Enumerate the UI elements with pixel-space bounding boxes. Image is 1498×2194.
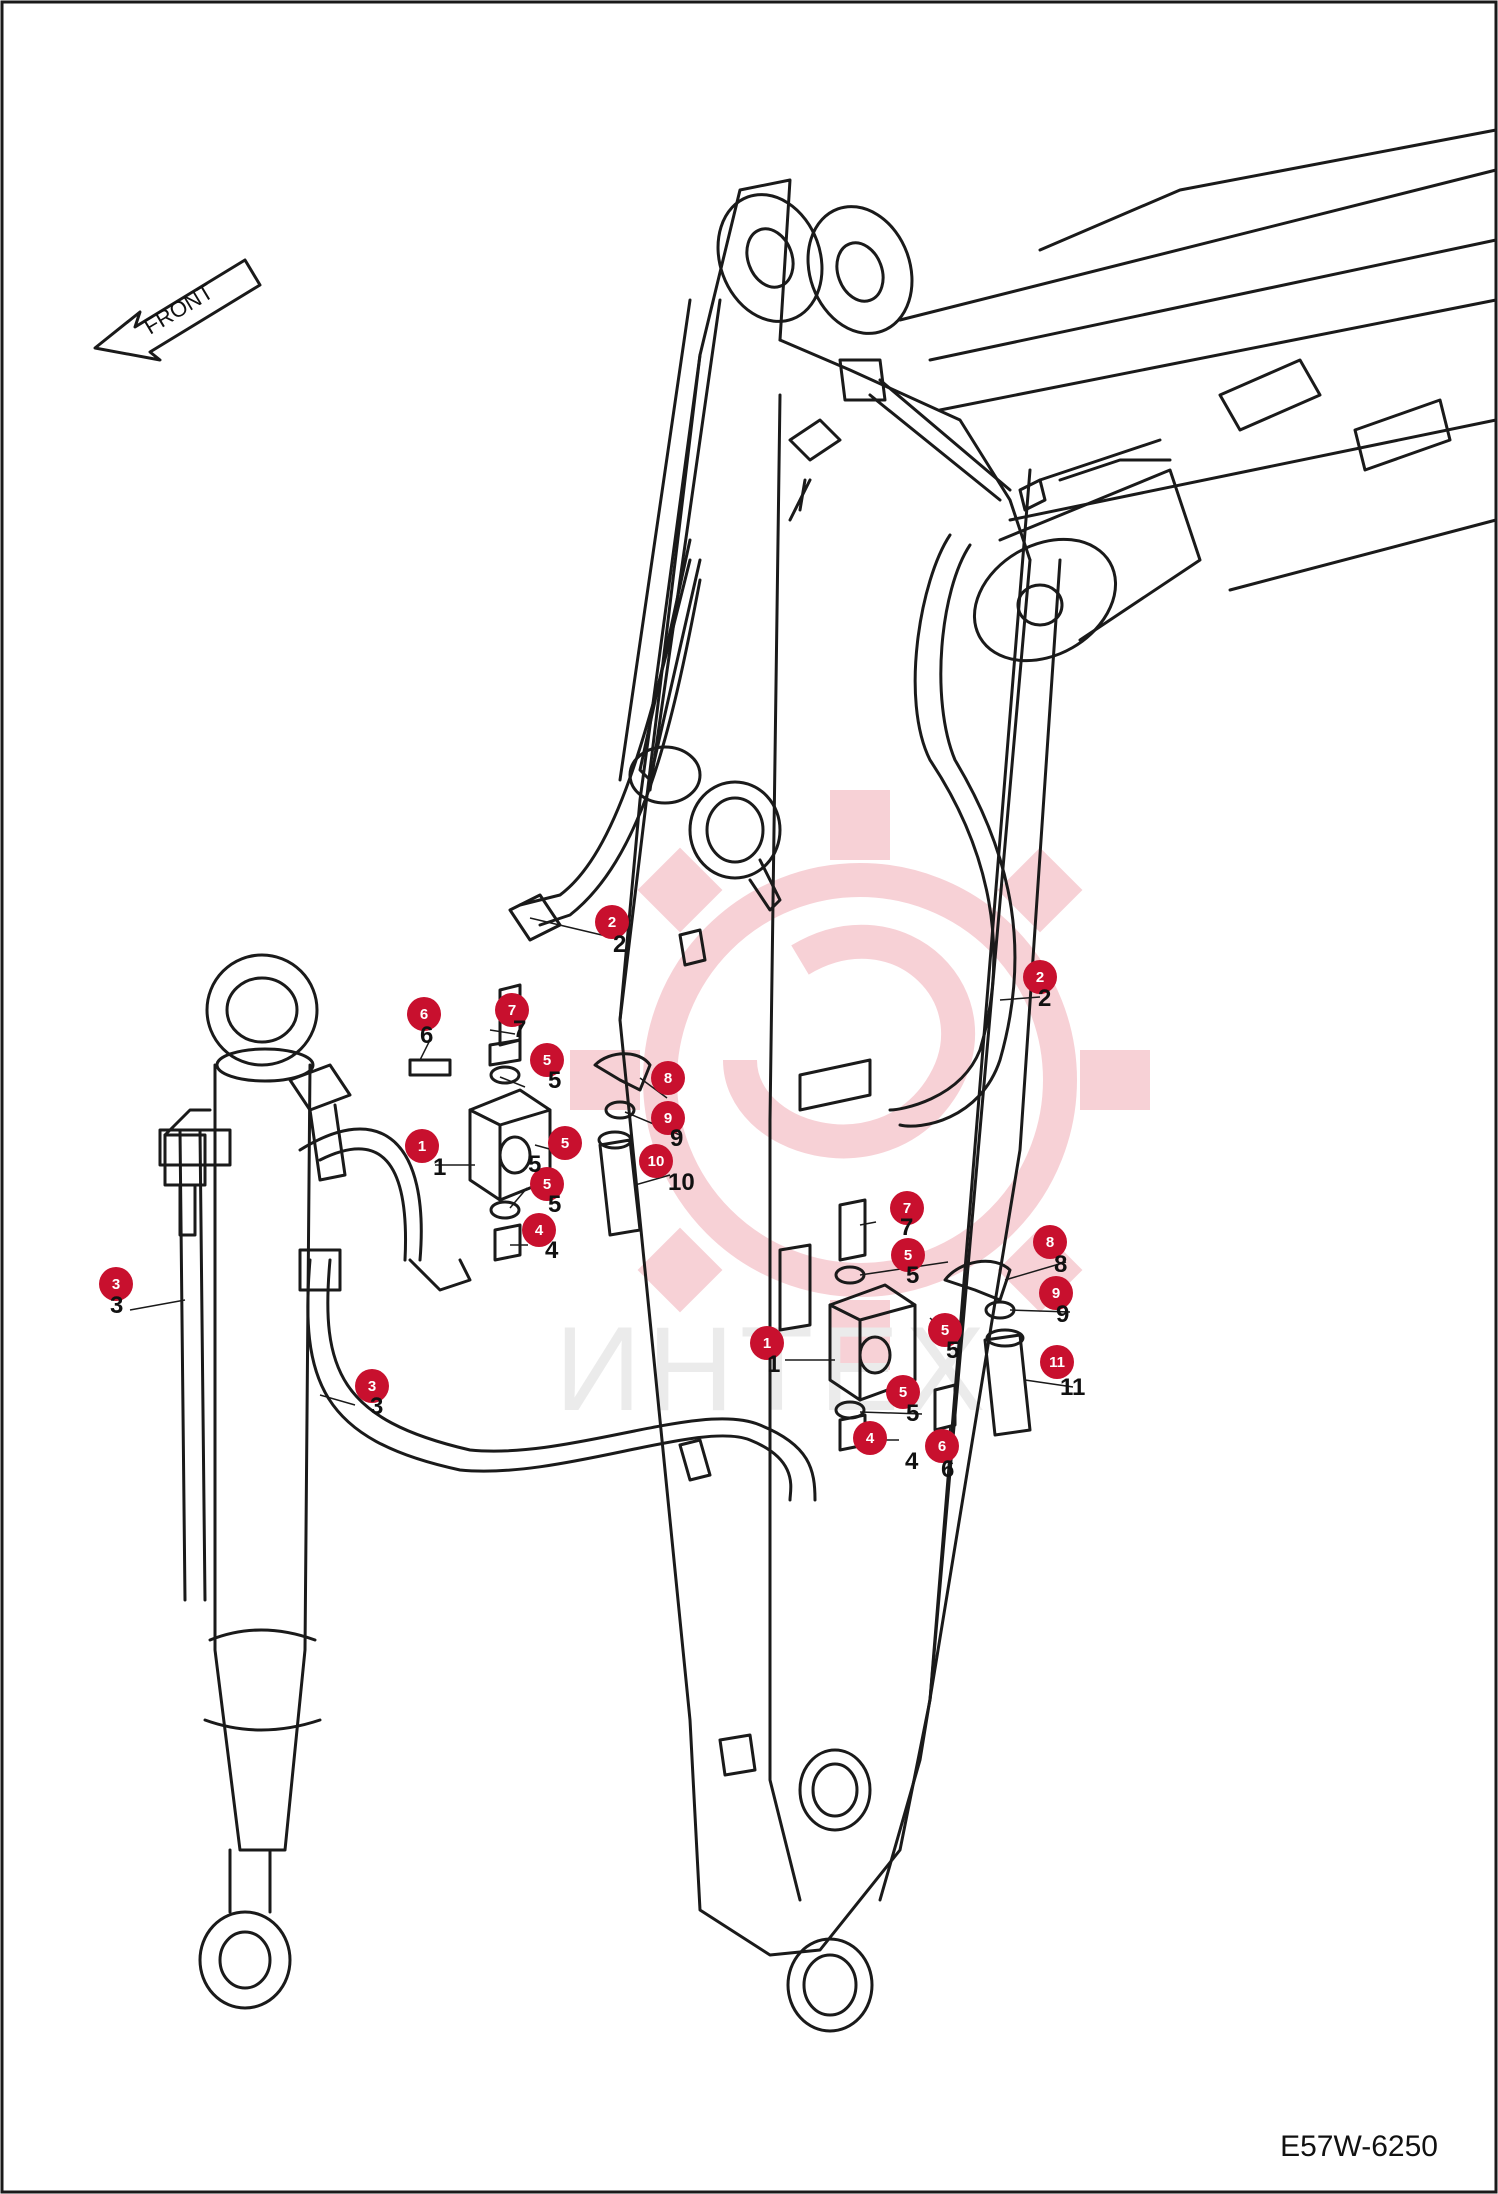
- callout-number: 4: [866, 1430, 875, 1447]
- callout-c6b: 6: [925, 1429, 959, 1463]
- callout-c8b: 8: [1033, 1225, 1067, 1259]
- callout-c4b: 4: [853, 1421, 887, 1455]
- callout-number: 5: [941, 1322, 949, 1339]
- part-label: 5: [906, 1400, 919, 1427]
- front-arrow-icon: [93, 258, 262, 362]
- callout-c9a: 9: [651, 1101, 685, 1135]
- part-label: 11: [1060, 1374, 1085, 1401]
- callout-number: 3: [368, 1378, 376, 1395]
- callout-c9b: 9: [1039, 1276, 1073, 1310]
- front-arrow: FRONT: [93, 258, 262, 362]
- callout-c11a: 11: [1040, 1345, 1074, 1379]
- callout-c1b: 1: [750, 1326, 784, 1360]
- leader-lines: [129, 917, 1074, 1459]
- part-label: 5: [528, 1151, 541, 1178]
- callout-number: 2: [608, 914, 616, 931]
- callout-number: 7: [903, 1200, 911, 1217]
- callout-number: 2: [1036, 969, 1044, 986]
- callout-c4a: 4: [522, 1213, 556, 1247]
- callout-c3b: 3: [355, 1369, 389, 1403]
- callout-number: 5: [899, 1384, 907, 1401]
- part-label: 6: [420, 1022, 433, 1049]
- callout-c1a: 1: [405, 1129, 439, 1163]
- callout-number: 11: [1049, 1354, 1065, 1371]
- callout-number: 3: [112, 1276, 120, 1293]
- callout-number: 8: [664, 1070, 672, 1087]
- drawing-code: E57W-6250: [1280, 2130, 1438, 2163]
- callout-c2a: 2: [595, 905, 629, 939]
- boom-arm-drawing: [158, 128, 1498, 2033]
- callout-c2b: 2: [1023, 960, 1057, 994]
- callout-number: 6: [938, 1438, 946, 1455]
- callout-number: 5: [543, 1176, 551, 1193]
- callout-c10a: 10: [639, 1144, 673, 1178]
- callout-c5d: 5: [891, 1238, 925, 1272]
- watermark: ИНТЕХ: [555, 790, 1150, 1436]
- callout-number: 4: [535, 1222, 544, 1239]
- callout-c8a: 8: [651, 1061, 685, 1095]
- part-label: 1: [767, 1351, 780, 1378]
- part-label: 9: [1056, 1301, 1069, 1328]
- part-label: 7: [513, 1016, 526, 1043]
- callout-c6a: 6: [407, 997, 441, 1031]
- callout-c7b: 7: [890, 1191, 924, 1225]
- part-label: 4: [905, 1448, 919, 1475]
- callout-number: 8: [1046, 1234, 1054, 1251]
- callout-number: 1: [418, 1138, 426, 1155]
- callout-number: 9: [1052, 1285, 1060, 1302]
- callout-number: 5: [561, 1135, 569, 1152]
- part-label: 9: [670, 1125, 683, 1152]
- callout-number: 5: [904, 1247, 912, 1264]
- callout-c5a: 5: [530, 1043, 564, 1077]
- callout-c7a: 7: [495, 993, 529, 1027]
- part-label: 4: [545, 1237, 559, 1264]
- callout-number: 5: [543, 1052, 551, 1069]
- callout-c5c: 5: [530, 1167, 564, 1201]
- part-label: 5: [906, 1262, 919, 1289]
- part-label: 6: [941, 1456, 954, 1483]
- part-label: 1: [433, 1154, 446, 1181]
- callout-c3a: 3: [99, 1267, 133, 1301]
- part-number-labels: 2 2 6 7 5 9 1 5 10 5 4 3 3 7 5 8 9 5 1 1…: [110, 931, 1085, 1483]
- callout-number: 10: [648, 1153, 665, 1170]
- part-label: 10: [668, 1169, 695, 1196]
- callout-markers: 2 2 6 7 5 8 9 1 5 10 5 4 3 3 7 5 8 9 5 1…: [99, 905, 1074, 1463]
- part-label: 5: [946, 1337, 959, 1364]
- callout-number: 7: [508, 1002, 516, 1019]
- part-label: 3: [370, 1393, 383, 1420]
- part-label: 2: [613, 931, 626, 958]
- part-label: 2: [1038, 985, 1051, 1012]
- callout-number: 1: [763, 1335, 771, 1352]
- callout-number: 9: [664, 1110, 672, 1127]
- callout-c5f: 5: [886, 1375, 920, 1409]
- callout-number: 6: [420, 1006, 428, 1023]
- part-label: 5: [548, 1191, 561, 1218]
- part-label: 7: [900, 1214, 913, 1241]
- part-label: 5: [548, 1067, 561, 1094]
- part-label: 8: [1054, 1251, 1067, 1278]
- part-label: 3: [110, 1292, 123, 1319]
- callout-c5e: 5: [928, 1313, 962, 1347]
- callout-c5b: 5: [548, 1126, 582, 1160]
